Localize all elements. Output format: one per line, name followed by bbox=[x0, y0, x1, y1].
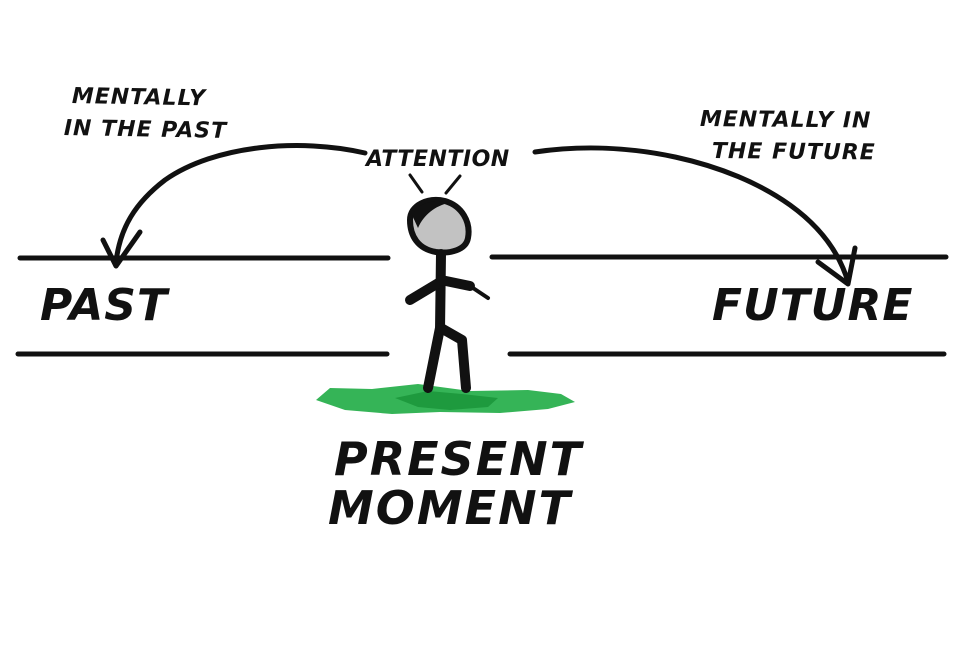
future-label: FUTURE bbox=[712, 280, 914, 331]
arrow-to-past bbox=[100, 143, 368, 269]
present-label-line1: PRESENT bbox=[334, 432, 583, 486]
timeline-lines bbox=[15, 254, 949, 357]
past-label: PAST bbox=[40, 280, 168, 331]
figure-left-arm bbox=[405, 277, 445, 305]
attention-marks bbox=[408, 173, 462, 195]
figure-right-hand bbox=[468, 284, 490, 300]
grass bbox=[316, 384, 575, 414]
mentally-in-past-label-line1: MENTALLY bbox=[71, 84, 207, 112]
figure-right-leg bbox=[436, 323, 471, 393]
arrow-to-future bbox=[532, 145, 858, 287]
mentally-in-future-label-line2: THE FUTURE bbox=[711, 139, 876, 166]
figure-left-leg bbox=[423, 323, 445, 393]
figure-body bbox=[435, 249, 446, 335]
arrow-to-future-head bbox=[815, 245, 858, 287]
arrow-to-future-curve bbox=[532, 145, 851, 285]
arrow-to-past-curve bbox=[113, 143, 368, 265]
mentally-in-past-label-line2: IN THE PAST bbox=[63, 116, 228, 144]
figure-right-arm bbox=[436, 275, 475, 291]
stick-figure bbox=[405, 197, 490, 393]
arrow-to-past-head bbox=[100, 229, 143, 269]
mentally-in-future-label-line1: MENTALLY IN bbox=[699, 107, 872, 134]
grass-dark-patch bbox=[395, 391, 498, 410]
attention-label: ATTENTION bbox=[366, 147, 510, 172]
present-label-line2: MOMENT bbox=[328, 481, 572, 535]
figure-hat bbox=[412, 201, 448, 228]
attention-mark-left bbox=[408, 173, 424, 194]
attention-mark-right bbox=[444, 174, 462, 195]
